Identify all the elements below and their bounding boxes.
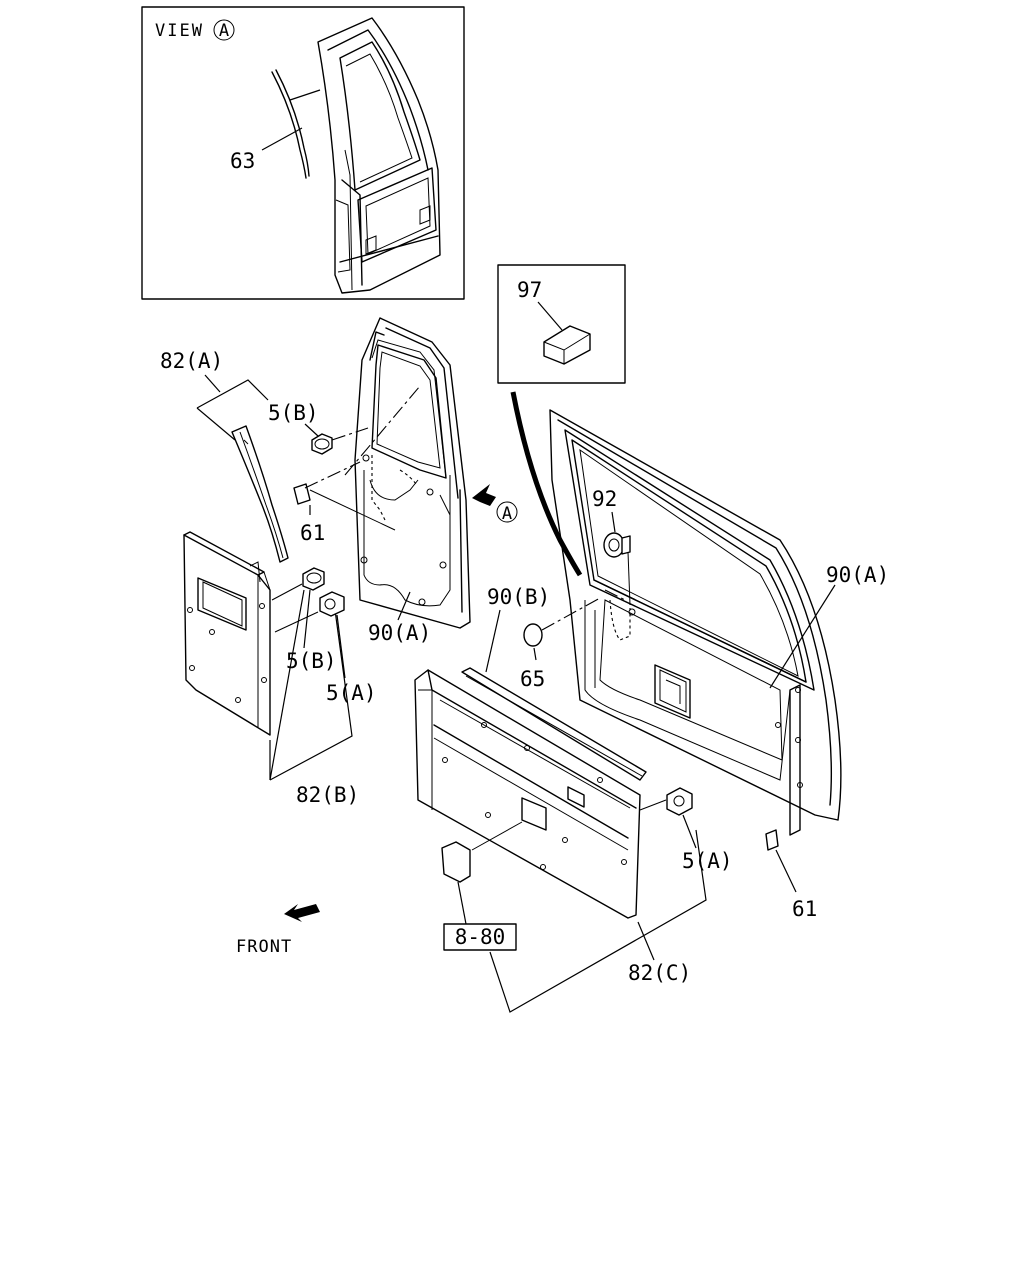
grommet-92: 92 bbox=[592, 487, 631, 606]
label-82b: 82(B) bbox=[296, 783, 359, 807]
label-82a: 82(A) bbox=[160, 349, 223, 373]
label-63: 63 bbox=[230, 149, 255, 173]
clip-5b-mid: 5(B) bbox=[271, 567, 337, 673]
label-front: FRONT bbox=[236, 937, 292, 957]
ref-box-8-80 bbox=[443, 923, 517, 951]
label-8-80: 8-80 bbox=[455, 925, 506, 949]
clip-5b-top: 5(B) bbox=[268, 401, 369, 455]
door-right: 90(A) bbox=[549, 409, 889, 836]
label-90a-left: 90(A) bbox=[368, 621, 431, 645]
label-90a-right: 90(A) bbox=[826, 563, 889, 587]
arrow-a-label: A bbox=[502, 504, 512, 524]
label-92: 92 bbox=[592, 487, 617, 511]
view-a-inset: VIEW A 63 bbox=[141, 6, 465, 300]
label-97: 97 bbox=[517, 278, 542, 302]
view-a-door bbox=[317, 17, 441, 294]
label-5b-top: 5(B) bbox=[268, 401, 319, 425]
label-61-left: 61 bbox=[300, 521, 325, 545]
label-82c: 82(C) bbox=[628, 961, 691, 985]
cover-8-80: 8-80 bbox=[441, 821, 707, 1013]
clip-5a-left: 5(A) bbox=[274, 591, 377, 705]
trim-82b: 82(B) bbox=[183, 531, 359, 807]
door-left: 90(A) bbox=[344, 317, 471, 645]
label-5b-mid: 5(B) bbox=[286, 649, 337, 673]
view-a-arrow: A bbox=[472, 484, 518, 524]
seal-61-right: 61 bbox=[765, 829, 817, 921]
view-a-title: VIEW bbox=[155, 21, 204, 41]
label-5a-right: 5(A) bbox=[682, 849, 733, 873]
part-97-box: 97 bbox=[497, 264, 626, 384]
view-a-marker: A bbox=[219, 21, 229, 41]
label-61-right: 61 bbox=[792, 897, 817, 921]
seal-61-left: 61 bbox=[293, 461, 396, 545]
trim-82c: 82(C) bbox=[414, 669, 691, 985]
front-indicator: FRONT bbox=[236, 904, 320, 957]
part-97-frame bbox=[497, 264, 626, 384]
front-arrow-icon bbox=[284, 904, 320, 922]
clip-5a-right: 5(A) bbox=[639, 787, 733, 873]
weatherstrip-63 bbox=[271, 71, 307, 179]
trim-82a: 82(A) bbox=[160, 349, 289, 563]
strip-90b: 90(B) bbox=[461, 585, 647, 781]
view-a-frame bbox=[141, 6, 465, 300]
plug-65: 65 bbox=[520, 597, 601, 691]
pad-97-icon bbox=[543, 325, 591, 365]
leader-97 bbox=[510, 391, 583, 577]
label-65: 65 bbox=[520, 667, 545, 691]
label-5a-left: 5(A) bbox=[326, 681, 377, 705]
view-a-marker-circle bbox=[213, 19, 235, 41]
label-90b: 90(B) bbox=[487, 585, 550, 609]
